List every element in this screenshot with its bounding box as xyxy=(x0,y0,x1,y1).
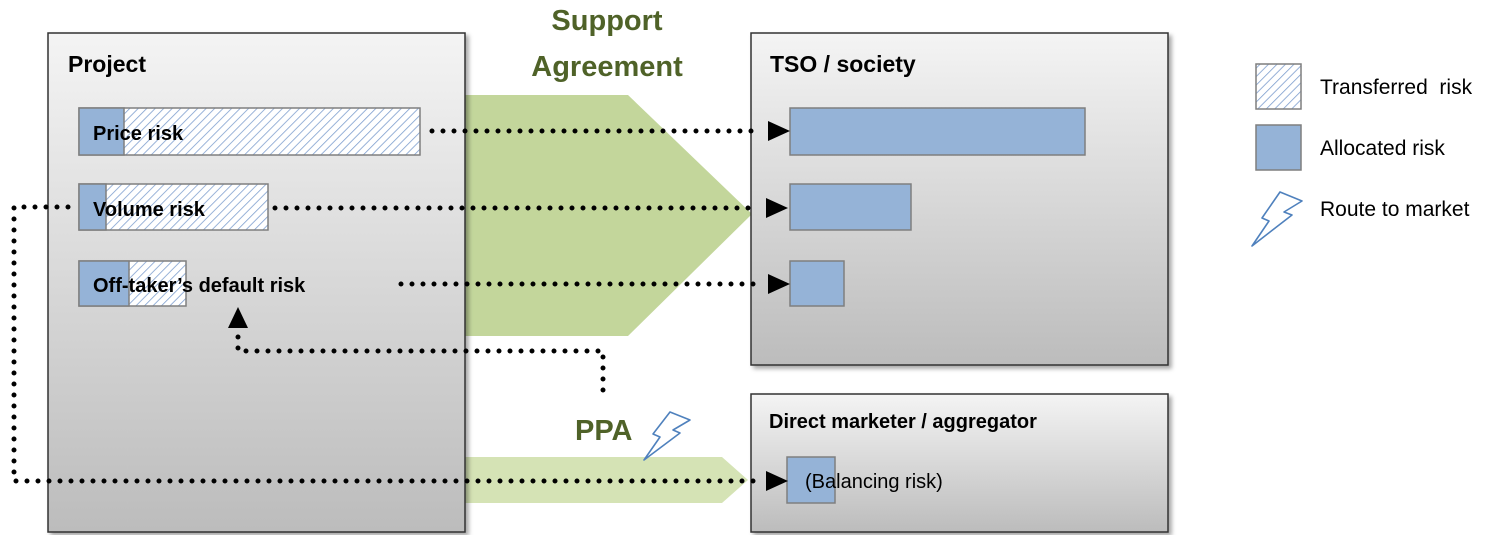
price-risk-bar: Price risk xyxy=(78,107,421,156)
legend-allocated-swatch xyxy=(1255,124,1302,171)
tso-title: TSO / society xyxy=(770,51,916,77)
ppa-lightning-icon xyxy=(643,411,691,461)
tso-box: TSO / society xyxy=(750,32,1169,366)
legend: Transferred risk Allocated risk Route to… xyxy=(1251,63,1473,247)
legend-transferred-swatch xyxy=(1255,63,1302,110)
marketer-title: Direct marketer / aggregator xyxy=(769,411,1037,433)
legend-transferred-label: Transferred risk xyxy=(1320,76,1473,99)
price-arrowhead xyxy=(768,121,790,141)
tso-default-risk-bar xyxy=(789,260,845,307)
ppa-label: PPA xyxy=(575,415,633,447)
legend-allocated-label: Allocated risk xyxy=(1320,137,1445,160)
marketer-box: Direct marketer / aggregator (Balancing … xyxy=(750,393,1169,533)
balancing-arrowhead xyxy=(766,471,788,491)
ppa-default-connector xyxy=(235,329,606,393)
balancing-risk-label: (Balancing risk) xyxy=(805,471,943,493)
tso-volume-risk-bar xyxy=(789,183,912,231)
volume-risk-label: Volume risk xyxy=(93,199,206,221)
project-title: Project xyxy=(68,51,146,77)
support-agreement-label-line1: Support xyxy=(551,5,662,37)
ppa-arrow xyxy=(465,457,748,503)
dotted-connectors xyxy=(11,128,765,484)
default-arrowhead xyxy=(768,274,790,294)
arrowheads xyxy=(228,121,790,491)
tso-price-risk-bar xyxy=(789,107,1086,156)
volume-arrowhead xyxy=(766,198,788,218)
default-risk-bar: Off-taker’s default risk xyxy=(78,260,306,307)
support-agreement-arrow xyxy=(465,95,752,336)
legend-lightning-icon xyxy=(1251,191,1303,247)
legend-route-label: Route to market xyxy=(1320,198,1470,221)
price-risk-label: Price risk xyxy=(93,123,184,145)
support-agreement-label-line2: Agreement xyxy=(531,51,683,83)
volume-risk-bar: Volume risk xyxy=(78,183,269,231)
default-up-arrowhead xyxy=(228,307,248,328)
default-risk-label: Off-taker’s default risk xyxy=(93,275,306,297)
balancing-risk-bar xyxy=(786,456,836,504)
